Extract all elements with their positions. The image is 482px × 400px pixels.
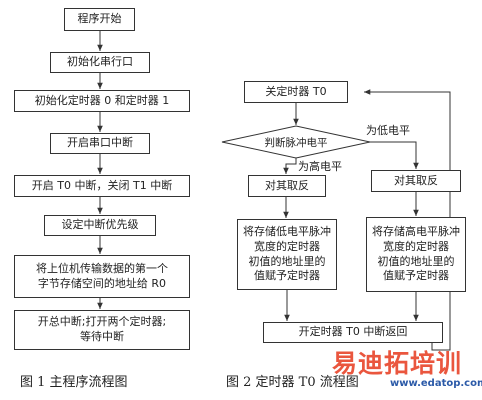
fig2-caption: 图 2 定时器 T0 流程图 (226, 375, 359, 390)
fig2-step-invert-right: 对其取反 (371, 170, 461, 192)
watermark-url: www.edatop.com (390, 378, 482, 389)
fig2-step-close-timer-t0: 关定时器 T0 (244, 81, 348, 103)
fig1-step-init-serial: 初始化串行口 (50, 52, 150, 73)
fig2-step-load-high-width: 将存储高电平脉冲 宽度的定时器 初值的地址里的 值赋予定时器 (366, 217, 466, 292)
fig2-decision-label: 判断脉冲电平 (264, 137, 328, 149)
fig1-step-enable-all-wait: 开总中断;打开两个定时器; 等待中断 (14, 310, 190, 350)
fig1-step-program-start: 程序开始 (64, 8, 135, 31)
fig2-label-high-level: 为高电平 (298, 160, 342, 173)
fig1-caption: 图 1 主程序流程图 (20, 375, 128, 390)
fig2-loop-return (364, 89, 451, 351)
fig2-step-invert-left: 对其取反 (248, 175, 326, 197)
fig2-label-low-level: 为低电平 (366, 124, 410, 137)
fig2-step-load-low-width: 将存储低电平脉冲 宽度的定时器 初值的地址里的 值赋予定时器 (237, 219, 337, 290)
fig1-step-set-interrupt-priority: 设定中断优先级 (44, 215, 156, 236)
fig1-step-enable-t0-disable-t1: 开启 T0 中断，关闭 T1 中断 (14, 175, 190, 197)
fig2-arrow-low-branch (370, 141, 419, 169)
fig2-arrow-high-branch (283, 158, 297, 174)
watermark-logo-text: 易迪拓培训 (332, 349, 463, 378)
fig1-step-enable-serial-interrupt: 开启串口中断 (50, 133, 150, 154)
fig1-step-init-timers: 初始化定时器 0 和定时器 1 (14, 90, 190, 112)
fig2-connectors (283, 89, 451, 351)
fig1-step-store-address-r0: 将上位机传输数据的第一个 字节存储空间的地址给 R0 (14, 255, 190, 298)
fig2-step-open-timer-return: 开定时器 T0 中断返回 (263, 322, 443, 343)
